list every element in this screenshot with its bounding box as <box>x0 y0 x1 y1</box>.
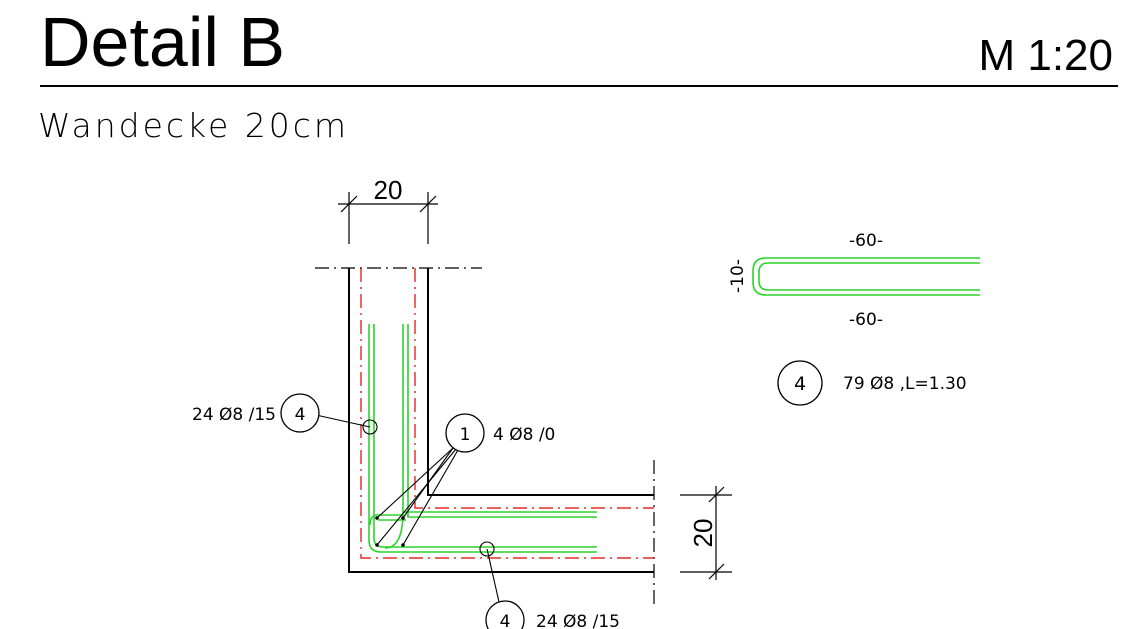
dimension-top <box>338 192 438 244</box>
concrete-outline <box>348 268 654 573</box>
leader-lines <box>315 414 500 603</box>
callout-mark-bottom: 4 <box>500 612 511 629</box>
bar-shape <box>752 257 980 296</box>
callout-mark-left: 4 <box>295 405 306 425</box>
drawing-subtitle: Wandecke 20cm <box>38 106 350 145</box>
callout-text-schedule: 79 Ø8 ,L=1.30 <box>843 374 967 394</box>
concrete-cover-line <box>360 268 654 559</box>
callout-mark-center: 1 <box>460 425 471 445</box>
bar-length-top: -60- <box>849 231 883 251</box>
rebar-vertical-outer <box>368 324 597 553</box>
callout-circles <box>280 360 823 629</box>
callout-mark-schedule: 4 <box>794 373 806 395</box>
callout-circle-center <box>445 413 485 453</box>
callout-text-bottom: 24 Ø8 /15 <box>536 612 620 629</box>
callout-text-center: 4 Ø8 /0 <box>493 425 555 445</box>
title-underline <box>40 85 1118 87</box>
bar-length-bottom: -60- <box>849 310 883 330</box>
dimension-right-label: 20 <box>688 519 718 548</box>
callout-circle-bottom <box>485 600 525 629</box>
cut-centerline <box>315 267 655 605</box>
callout-text-left: 24 Ø8 /15 <box>192 405 276 425</box>
dimension-top-label: 20 <box>374 175 403 205</box>
rebar-horizontal-inner <box>402 324 597 513</box>
dimension-right <box>680 486 732 580</box>
drawing-title: Detail B <box>40 3 286 81</box>
callout-circle-left <box>280 393 320 433</box>
callout-circle-schedule <box>777 360 823 406</box>
bar-height: -10- <box>728 259 748 293</box>
drawing-scale: M 1:20 <box>978 31 1113 80</box>
